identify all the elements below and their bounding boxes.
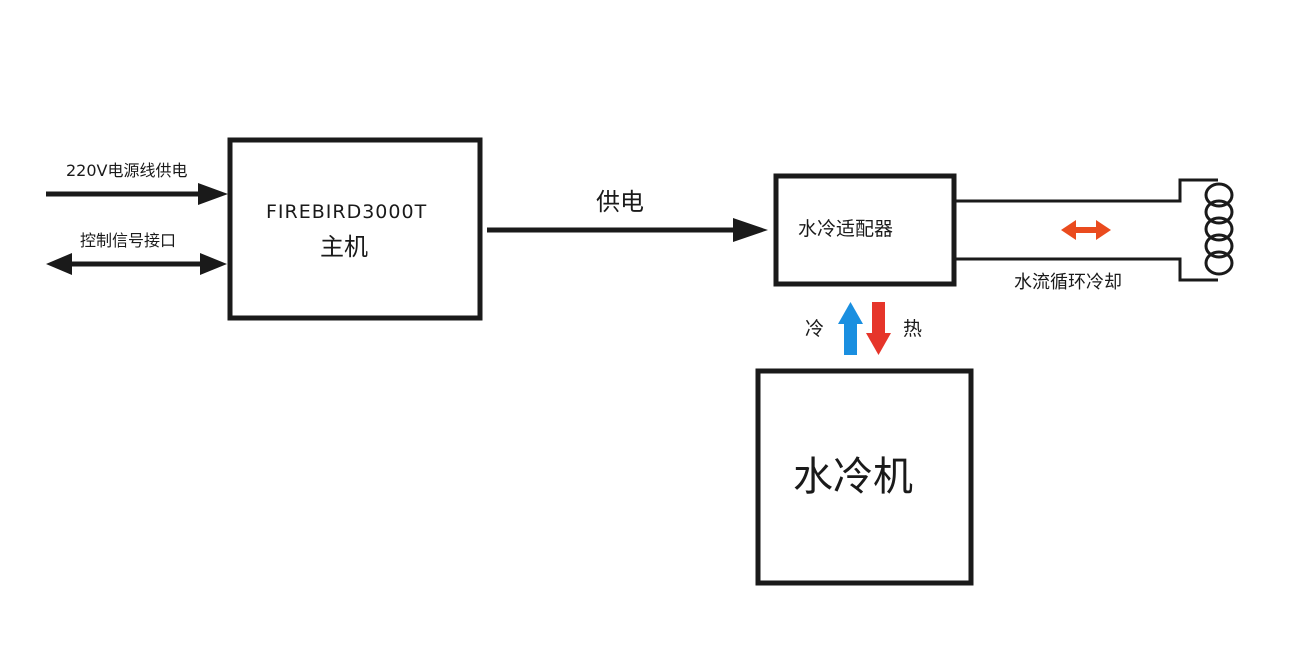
host-name-label: 主机 [320,233,368,261]
chiller-box [755,368,974,586]
chiller-name-label: 水冷机 [793,454,913,500]
host-to-adapter-power-arrow [487,218,768,242]
power-input-label: 220V电源线供电 [66,161,188,180]
adapter-box [773,173,957,287]
power-input-arrow [46,183,228,205]
cooling-coil [1204,182,1234,276]
host-box [227,137,483,321]
control-signal-label: 控制信号接口 [80,231,177,250]
power-link-label: 供电 [596,188,644,216]
cooling-loop-pipes [955,178,1218,282]
cold-label: 冷 [805,318,825,340]
adapter-name-label: 水冷适配器 [798,218,894,240]
host-model-label: FIREBIRD3000T [266,201,428,223]
hot-label: 热 [903,318,923,340]
loop-flow-arrow [1061,220,1111,240]
hot-arrow [866,302,891,355]
cooling-loop-label: 水流循环冷却 [1014,272,1122,293]
control-signal-arrow [46,253,227,275]
cold-arrow [838,302,863,355]
